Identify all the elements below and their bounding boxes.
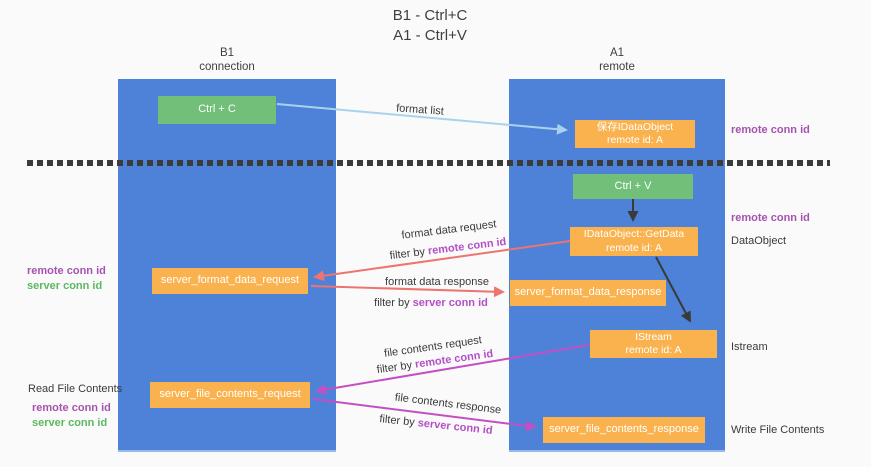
save-idataobject-line1: 保存IDataObject — [596, 120, 674, 133]
filter-by-text: filter by — [376, 358, 416, 377]
istream-box: IStream remote id: A — [590, 330, 717, 358]
format-data-response-filter-label: filter by server conn id — [374, 297, 488, 309]
right-column-header: A1 remote — [509, 46, 725, 75]
ctrl-c-label: Ctrl + C — [198, 103, 236, 116]
server-file-contents-request-box: server_file_contents_request — [150, 382, 310, 408]
save-idataobject-box: 保存IDataObject remote id: A — [575, 120, 695, 148]
left-column-title: B1 — [219, 47, 235, 59]
server-format-data-request-label: server_format_data_request — [160, 274, 300, 287]
diagram-title: B1 - Ctrl+C A1 - Ctrl+V — [300, 6, 560, 46]
ctrl-c-box: Ctrl + C — [158, 96, 276, 124]
server-format-data-response-label: server_format_data_response — [514, 286, 662, 299]
istream-line1: IStream — [635, 330, 672, 343]
dataobject-label: DataObject — [731, 235, 787, 247]
format-list-label: format list — [395, 102, 445, 118]
server-format-data-response-box: server_format_data_response — [510, 280, 666, 306]
left-format-remote-conn-id-label: remote conn id — [27, 265, 106, 277]
format-data-response-label: format data response — [385, 276, 489, 288]
istream-line2: remote id: A — [625, 344, 682, 356]
ctrl-v-box: Ctrl + V — [573, 174, 693, 199]
right-column-title: A1 — [609, 47, 625, 59]
server-file-contents-response-label: server_file_contents_response — [549, 423, 699, 436]
filter-by-text: filter by — [374, 297, 413, 309]
left-column-header: B1 connection — [118, 46, 336, 75]
server-format-data-request-box: server_format_data_request — [152, 268, 308, 294]
write-file-contents-label: Write File Contents — [731, 424, 825, 436]
diagram-title-line2: A1 - Ctrl+V — [393, 26, 467, 44]
left-format-server-conn-id-label: server conn id — [27, 280, 103, 292]
right-ctrlv-remote-conn-id-label: remote conn id — [731, 212, 810, 224]
filter-by-text: filter by — [378, 413, 419, 430]
server-file-contents-request-label: server_file_contents_request — [159, 388, 301, 401]
file-contents-response-filter-label: filter by server conn id — [379, 413, 493, 437]
right-column-subtitle: remote — [599, 61, 635, 74]
server-conn-id-text: server conn id — [417, 417, 494, 437]
remote-conn-id-text: remote conn id — [427, 235, 507, 258]
read-file-contents-label: Read File Contents — [28, 383, 123, 395]
save-idataobject-line2: remote id: A — [606, 134, 664, 146]
dashed-separator-line — [27, 160, 830, 166]
file-contents-response-label: file contents response — [394, 391, 502, 417]
left-file-server-conn-id-label: server conn id — [32, 417, 108, 429]
idataobject-getdata-box: IDataObject::GetData remote id: A — [570, 227, 698, 256]
server-conn-id-text: server conn id — [412, 297, 488, 309]
diagram-title-line1: B1 - Ctrl+C — [392, 7, 468, 24]
server-file-contents-response-box: server_file_contents_response — [543, 417, 705, 443]
istream-side-label: Istream — [731, 341, 768, 353]
getdata-line2: remote id: A — [605, 241, 663, 254]
left-file-remote-conn-id-label: remote conn id — [32, 402, 111, 414]
getdata-line1: IDataObject::GetData — [583, 228, 685, 241]
filter-by-text: filter by — [389, 245, 429, 263]
right-top-remote-conn-id-label: remote conn id — [731, 124, 810, 136]
left-column-subtitle: connection — [199, 61, 255, 74]
ctrl-v-label: Ctrl + V — [614, 179, 652, 192]
